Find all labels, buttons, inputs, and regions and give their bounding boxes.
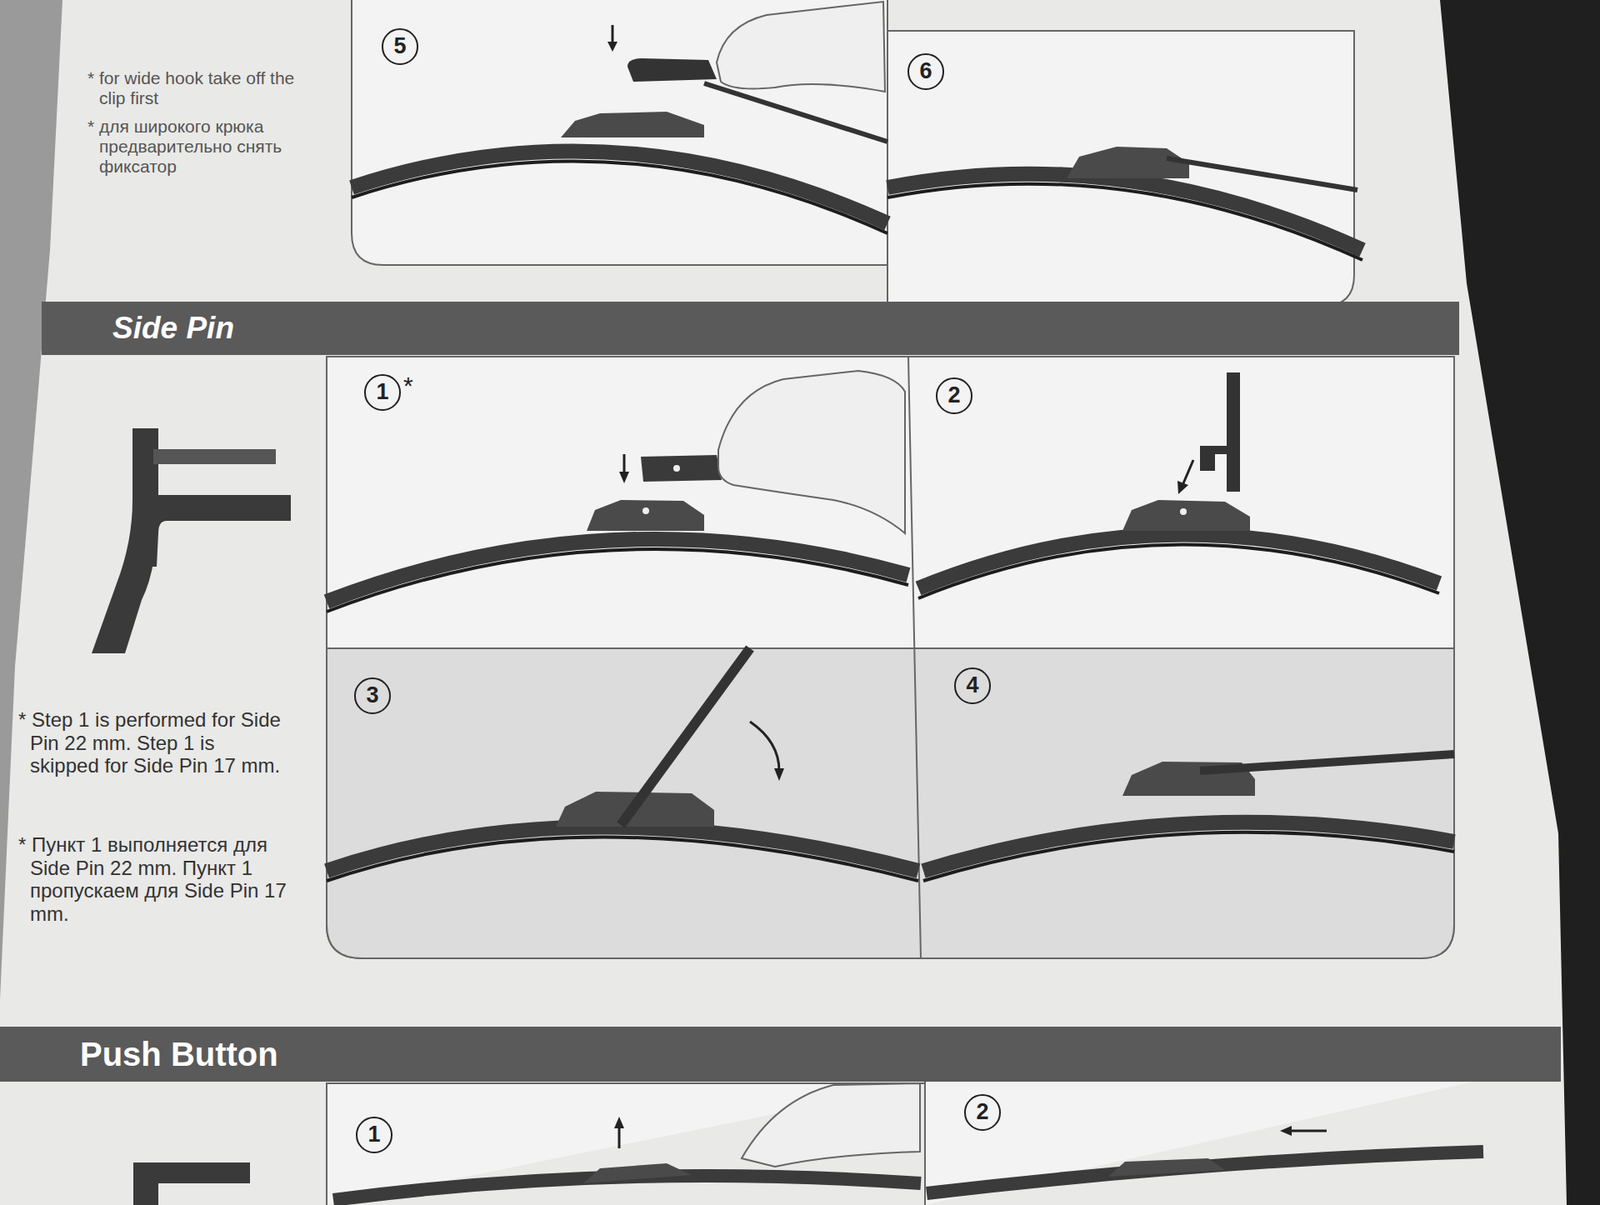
adapter — [1108, 1158, 1225, 1177]
wiper-arm — [1200, 754, 1455, 771]
section-band: Side Pin — [41, 301, 1460, 355]
callout-number: 2 — [947, 383, 960, 409]
clip — [673, 465, 680, 472]
adapter — [583, 1163, 692, 1184]
adapter — [1180, 508, 1187, 515]
push-button-icon — [133, 1162, 250, 1205]
panel-frame — [326, 648, 1455, 959]
wiper-arm — [1200, 445, 1230, 455]
wiper-blade — [923, 822, 1455, 871]
side-pin-icon — [142, 495, 291, 567]
wiper-arm — [620, 58, 1455, 825]
wiper-arm — [1200, 454, 1215, 471]
panel-frame — [326, 1083, 925, 1205]
motion-arrow — [774, 768, 785, 781]
wiper-blade — [887, 184, 1363, 260]
callout-circle: 1 — [355, 1116, 393, 1154]
motion-arrow — [623, 454, 626, 474]
wiper-arm — [1226, 372, 1240, 492]
wiper-arm — [627, 58, 717, 82]
motion-arrow — [607, 25, 1327, 1149]
adapter — [642, 507, 650, 515]
motion-arrow — [611, 25, 615, 44]
wiper-blade — [326, 827, 919, 872]
panel-frame — [326, 0, 1492, 1205]
push-button-icon — [133, 1162, 250, 1205]
background — [0, 0, 1567, 1205]
callout-number: 6 — [919, 59, 932, 85]
motion-arrow — [618, 1126, 621, 1149]
wiper-blade — [326, 837, 919, 882]
motion-arrow — [607, 41, 618, 52]
wiper-blade — [918, 534, 1440, 589]
wiper-blade — [887, 174, 1363, 250]
motion-arrow — [614, 1116, 625, 1129]
callout-circle: 2 — [964, 1094, 1001, 1131]
section-title: Push Button — [80, 1035, 279, 1073]
panel-frame — [326, 356, 1455, 959]
callout-number: 5 — [393, 34, 406, 60]
motion-arrow — [1290, 1130, 1327, 1133]
note-text: * для широкого крюка предварительно снят… — [87, 116, 296, 177]
note-text: * for wide hook take off the clip first — [87, 68, 296, 109]
callout-circle: 5 — [381, 28, 419, 65]
panel-frame — [925, 1077, 1492, 1205]
callout-number: 1 — [375, 380, 389, 405]
motion-arrow — [1177, 480, 1189, 495]
adapter — [560, 111, 705, 138]
wiper-blade — [918, 544, 1440, 599]
adapter — [1066, 146, 1190, 179]
footnote-mark: * — [403, 371, 414, 401]
clip — [640, 455, 722, 482]
panel-frame — [887, 30, 1355, 306]
side-pin-icon — [153, 449, 276, 465]
wiper-arm — [620, 648, 750, 825]
callout-number: 2 — [975, 1100, 989, 1125]
hand — [741, 1083, 920, 1167]
wiper-blade — [923, 832, 1455, 881]
callout-number: 4 — [965, 673, 979, 699]
section-title: Side Pin — [112, 311, 235, 346]
section-band: Push Button — [0, 1026, 1561, 1082]
wiper-arm — [1166, 158, 1358, 190]
note-text: * Пункт 1 выполняется для Side Pin 22 mm… — [18, 833, 294, 925]
callout-circle: 6 — [907, 53, 945, 90]
callout-number: 1 — [367, 1122, 380, 1148]
hand — [716, 1, 885, 92]
callout-circle: 3 — [354, 677, 391, 715]
adapter — [1122, 500, 1250, 531]
adapter — [555, 111, 1255, 1184]
note-text: * Step 1 is performed for Side Pin 22 mm… — [18, 708, 281, 778]
callout-number: 3 — [365, 683, 379, 709]
side-pin-icon — [91, 428, 291, 654]
wiper-blade — [926, 1151, 1484, 1194]
callout-circle: 2 — [935, 377, 973, 415]
wiper-arm — [704, 83, 888, 142]
adapter — [586, 500, 705, 531]
wiper-blade — [326, 549, 909, 612]
panel-frame — [351, 0, 888, 265]
motion-arrow — [619, 471, 630, 484]
hand — [718, 370, 905, 534]
motion-arrow — [1183, 460, 1194, 484]
callout-circle: 1 — [364, 374, 401, 411]
wiper-blade — [351, 160, 888, 234]
motion-arrow — [750, 721, 780, 771]
hand — [716, 1, 920, 1167]
motion-arrow — [1280, 1125, 1292, 1136]
clip — [640, 455, 722, 482]
callout-circle: 4 — [954, 667, 991, 705]
